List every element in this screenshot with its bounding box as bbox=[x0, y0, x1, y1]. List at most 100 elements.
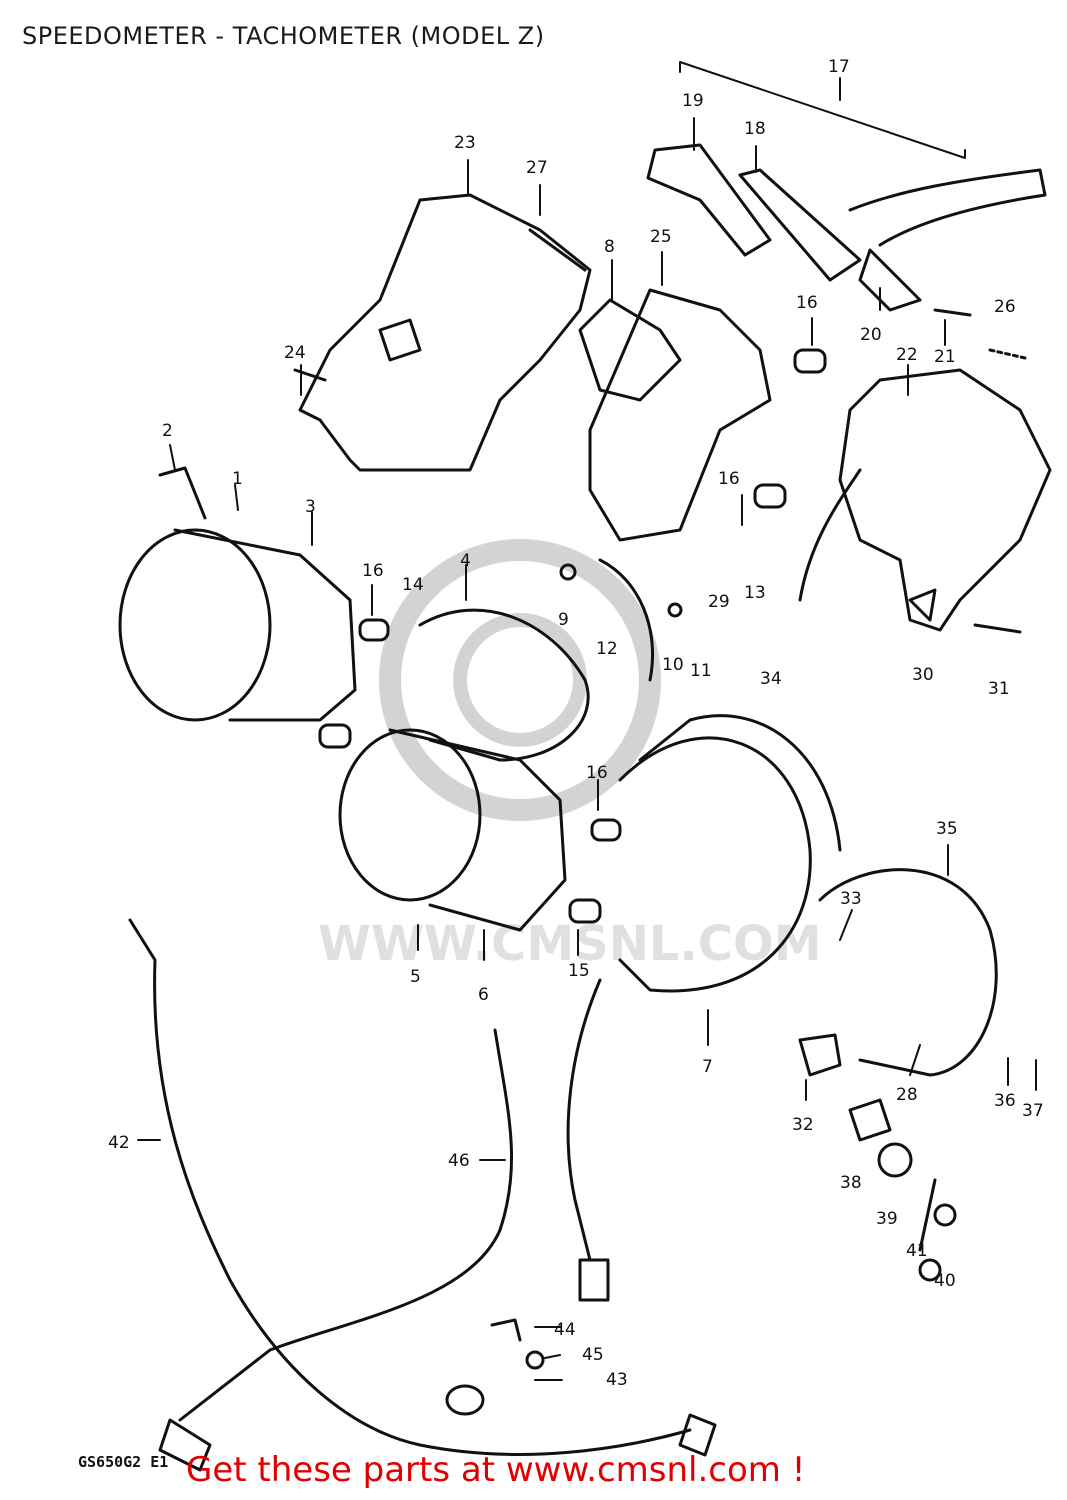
callout-12: 12 bbox=[596, 639, 618, 659]
callout-15: 15 bbox=[568, 961, 590, 981]
callout-10: 10 bbox=[662, 655, 684, 675]
part-18 bbox=[738, 168, 862, 282]
part-38 bbox=[848, 1098, 892, 1142]
callout-16c: 16 bbox=[362, 561, 384, 581]
callout-29: 29 bbox=[708, 592, 730, 612]
part-7-cover bbox=[638, 714, 842, 852]
callout-3: 3 bbox=[305, 497, 316, 517]
wire-to-connector bbox=[566, 978, 602, 1262]
part-4-housing bbox=[418, 608, 590, 762]
callout-18: 18 bbox=[744, 119, 766, 139]
callout-4: 4 bbox=[460, 551, 471, 571]
callout-35: 35 bbox=[936, 819, 958, 839]
callout-5: 5 bbox=[410, 967, 421, 987]
page-title: SPEEDOMETER - TACHOMETER (MODEL Z) bbox=[22, 22, 545, 50]
callout-41: 41 bbox=[906, 1241, 928, 1261]
part-22-bracket bbox=[838, 368, 1052, 632]
callout-21: 21 bbox=[934, 347, 956, 367]
callout-1: 1 bbox=[232, 469, 243, 489]
gauge-5-face bbox=[338, 728, 482, 902]
part-12-wire bbox=[598, 558, 655, 682]
part-27 bbox=[528, 228, 587, 272]
part-39 bbox=[877, 1142, 913, 1178]
part-23-detail bbox=[378, 318, 422, 362]
callout-9: 9 bbox=[558, 610, 569, 630]
washer-stack bbox=[918, 1178, 937, 1252]
callout-7: 7 bbox=[702, 1057, 713, 1077]
leader-lines bbox=[137, 77, 1037, 1381]
callout-45: 45 bbox=[582, 1345, 604, 1365]
part-40 bbox=[933, 1203, 957, 1227]
callout-14: 14 bbox=[402, 575, 424, 595]
part-8 bbox=[578, 298, 682, 402]
callout-36: 36 bbox=[994, 1091, 1016, 1111]
callout-19: 19 bbox=[682, 91, 704, 111]
part-20 bbox=[858, 248, 922, 312]
part-21 bbox=[933, 308, 972, 317]
bulb-16a bbox=[793, 348, 827, 374]
callout-26: 26 bbox=[994, 297, 1016, 317]
part-31 bbox=[973, 623, 1022, 634]
callout-6: 6 bbox=[478, 985, 489, 1005]
cable-42 bbox=[128, 918, 692, 1456]
gauge-1-face bbox=[118, 528, 272, 722]
callout-40: 40 bbox=[934, 1271, 956, 1291]
callout-16b: 16 bbox=[718, 469, 740, 489]
part-41 bbox=[918, 1258, 942, 1282]
bulb-16c bbox=[358, 618, 390, 642]
bracket-arm bbox=[798, 468, 862, 602]
promo-link[interactable]: Get these parts at www.cmsnl.com ! bbox=[186, 1450, 806, 1490]
part-2 bbox=[158, 466, 207, 520]
callout-13: 13 bbox=[744, 583, 766, 603]
part-7-housing bbox=[618, 736, 812, 993]
callout-32: 32 bbox=[792, 1115, 814, 1135]
callout-46: 46 bbox=[448, 1151, 470, 1171]
group-bracket-17 bbox=[679, 61, 966, 159]
bulb-socket bbox=[318, 723, 352, 749]
part-25-bracket bbox=[588, 288, 772, 542]
callout-24: 24 bbox=[284, 343, 306, 363]
callout-37: 37 bbox=[1022, 1101, 1044, 1121]
wire-harness bbox=[848, 168, 1047, 247]
callout-38: 38 bbox=[840, 1173, 862, 1193]
part-19 bbox=[646, 143, 772, 257]
callout-20: 20 bbox=[860, 325, 882, 345]
callout-16d: 16 bbox=[586, 763, 608, 783]
callout-43: 43 bbox=[606, 1370, 628, 1390]
cable-46-end bbox=[678, 1413, 717, 1457]
callout-17: 17 bbox=[828, 57, 850, 77]
callout-33: 33 bbox=[840, 889, 862, 909]
callout-28: 28 bbox=[896, 1085, 918, 1105]
callout-34: 34 bbox=[760, 669, 782, 689]
part-44 bbox=[490, 1318, 522, 1342]
callout-22: 22 bbox=[896, 345, 918, 365]
callout-25: 25 bbox=[650, 227, 672, 247]
bulb-16d bbox=[590, 818, 622, 842]
callout-23: 23 bbox=[454, 133, 476, 153]
gauge-1-body bbox=[173, 528, 357, 722]
part-10 bbox=[667, 602, 683, 618]
watermark-text: WWW.CMSNL.COM bbox=[318, 916, 822, 972]
callout-39: 39 bbox=[876, 1209, 898, 1229]
callout-27: 27 bbox=[526, 158, 548, 178]
model-code-label: GS650G2 E1 bbox=[78, 1453, 169, 1471]
callout-8: 8 bbox=[604, 237, 615, 257]
part-45 bbox=[525, 1350, 545, 1370]
callout-42: 42 bbox=[108, 1133, 130, 1153]
part-23-cover bbox=[298, 193, 592, 472]
cable-42-end bbox=[158, 1418, 212, 1472]
part-35-housing bbox=[818, 868, 998, 1077]
bulb-15 bbox=[568, 898, 602, 924]
part-26 bbox=[988, 348, 1027, 360]
callout-31: 31 bbox=[988, 679, 1010, 699]
callout-30: 30 bbox=[912, 665, 934, 685]
callout-11: 11 bbox=[690, 661, 712, 681]
connector-plug bbox=[578, 1258, 610, 1302]
part-32 bbox=[798, 1033, 842, 1077]
part-43 bbox=[445, 1384, 485, 1416]
callout-44: 44 bbox=[554, 1320, 576, 1340]
callout-16a: 16 bbox=[796, 293, 818, 313]
cable-46 bbox=[178, 1028, 514, 1422]
part-9 bbox=[559, 563, 577, 581]
